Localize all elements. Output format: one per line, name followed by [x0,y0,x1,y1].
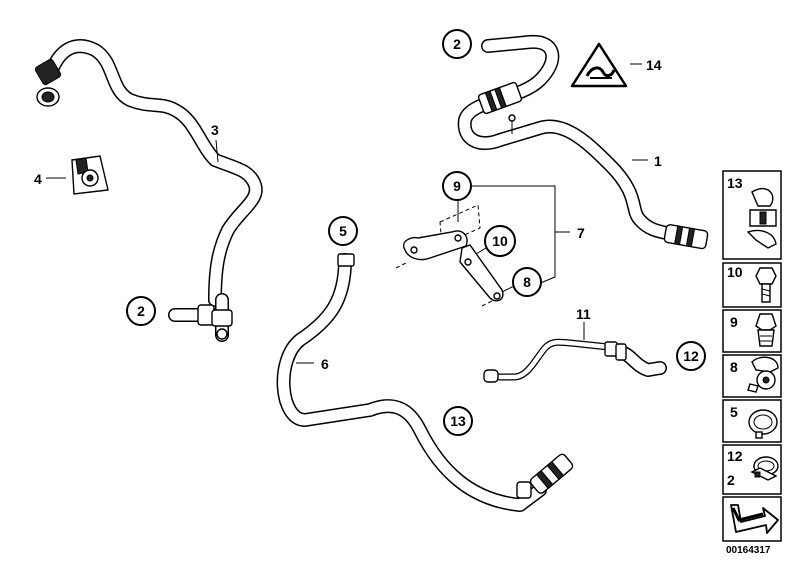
bolt-icon [755,267,777,303]
callout-2-left: 2 [126,296,156,326]
callout-8: 8 [512,267,542,297]
leader-3 [215,139,219,163]
callout-5: 5 [328,216,358,246]
svg-text:2: 2 [453,36,461,52]
clip-icon [755,313,777,347]
label-14: 14 [646,57,662,73]
callout-12: 12 [676,341,706,371]
hose-part-3 [34,39,263,342]
legend-label-10: 10 [727,264,743,280]
arrow-icon [730,504,779,534]
legend-label-13: 13 [727,175,743,191]
band-clamp-icon [750,456,779,481]
leader-10 [475,247,487,255]
label-3: 3 [211,122,219,138]
bracket-part-7 [395,204,504,307]
callout-10: 10 [484,225,516,257]
legend-label-5: 5 [730,404,738,420]
svg-text:13: 13 [450,413,466,429]
clip-part-4 [71,155,109,195]
legend-label-9: 9 [730,314,738,330]
label-1: 1 [654,153,662,169]
callout-9: 9 [442,171,472,201]
svg-text:5: 5 [339,223,347,239]
diagram-code: 00164317 [726,545,771,556]
callout-2-top: 2 [442,29,472,59]
leader-8 [501,285,515,293]
hose-clamp-icon [746,187,777,249]
svg-text:2: 2 [137,303,145,319]
hose-part-1 [457,34,709,250]
callout-13: 13 [443,406,473,436]
svg-text:12: 12 [683,348,699,364]
legend-panel: 13 10 9 8 [722,170,782,542]
legend-label-12: 12 [727,448,743,464]
label-4: 4 [34,171,42,187]
spring-clamp-icon [748,409,778,439]
label-11: 11 [576,306,591,322]
svg-text:9: 9 [453,178,461,194]
warning-triangle-icon [570,42,628,88]
legend-label-2: 2 [727,472,735,488]
svg-text:10: 10 [492,233,508,249]
label-7: 7 [577,225,585,241]
holder-icon [747,356,779,393]
label-6: 6 [321,356,329,372]
pipe-part-11 [483,338,667,383]
hose-part-6 [276,253,574,512]
svg-text:8: 8 [523,274,531,290]
legend-label-8: 8 [730,359,738,375]
